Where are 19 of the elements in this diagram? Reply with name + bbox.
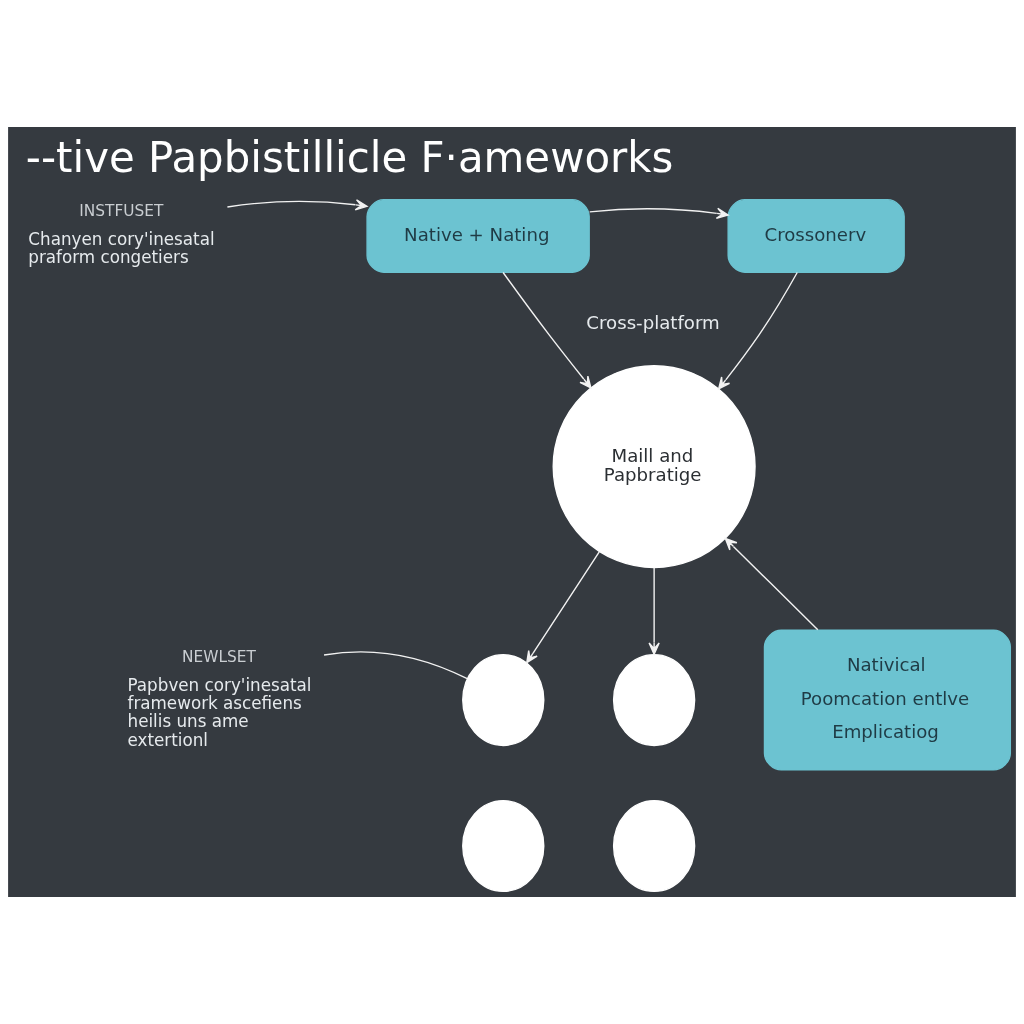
- diagram-title: --tive Papbistillicle F·ameworks: [25, 132, 674, 182]
- node-circle: Maill and Papbratige: [552, 365, 756, 569]
- node-circle: [612, 799, 696, 893]
- node-circle: [462, 799, 545, 893]
- connector: [323, 651, 468, 680]
- node-circle: [462, 653, 545, 747]
- node-label: Cross-platform: [586, 311, 720, 333]
- node-text: INSTFUSET Chanyen cory'inesatal praform congetiers: [28, 202, 215, 268]
- arrow: [717, 271, 798, 390]
- node-text: NEWLSET Papbven cory'inesatal framework ascefiens heilis uns ame extertionl: [127, 648, 312, 750]
- arrow: [502, 271, 592, 389]
- arrow: [589, 207, 729, 220]
- arrow: [648, 567, 660, 655]
- node-box: Native + Nating: [366, 198, 590, 273]
- arrow: [526, 551, 600, 664]
- arrow: [226, 199, 368, 211]
- node-circle: [612, 653, 696, 747]
- node-box: Nativical Poomcation entlve Emplicatiog: [763, 629, 1012, 771]
- node-box: Crossonerv: [727, 198, 905, 273]
